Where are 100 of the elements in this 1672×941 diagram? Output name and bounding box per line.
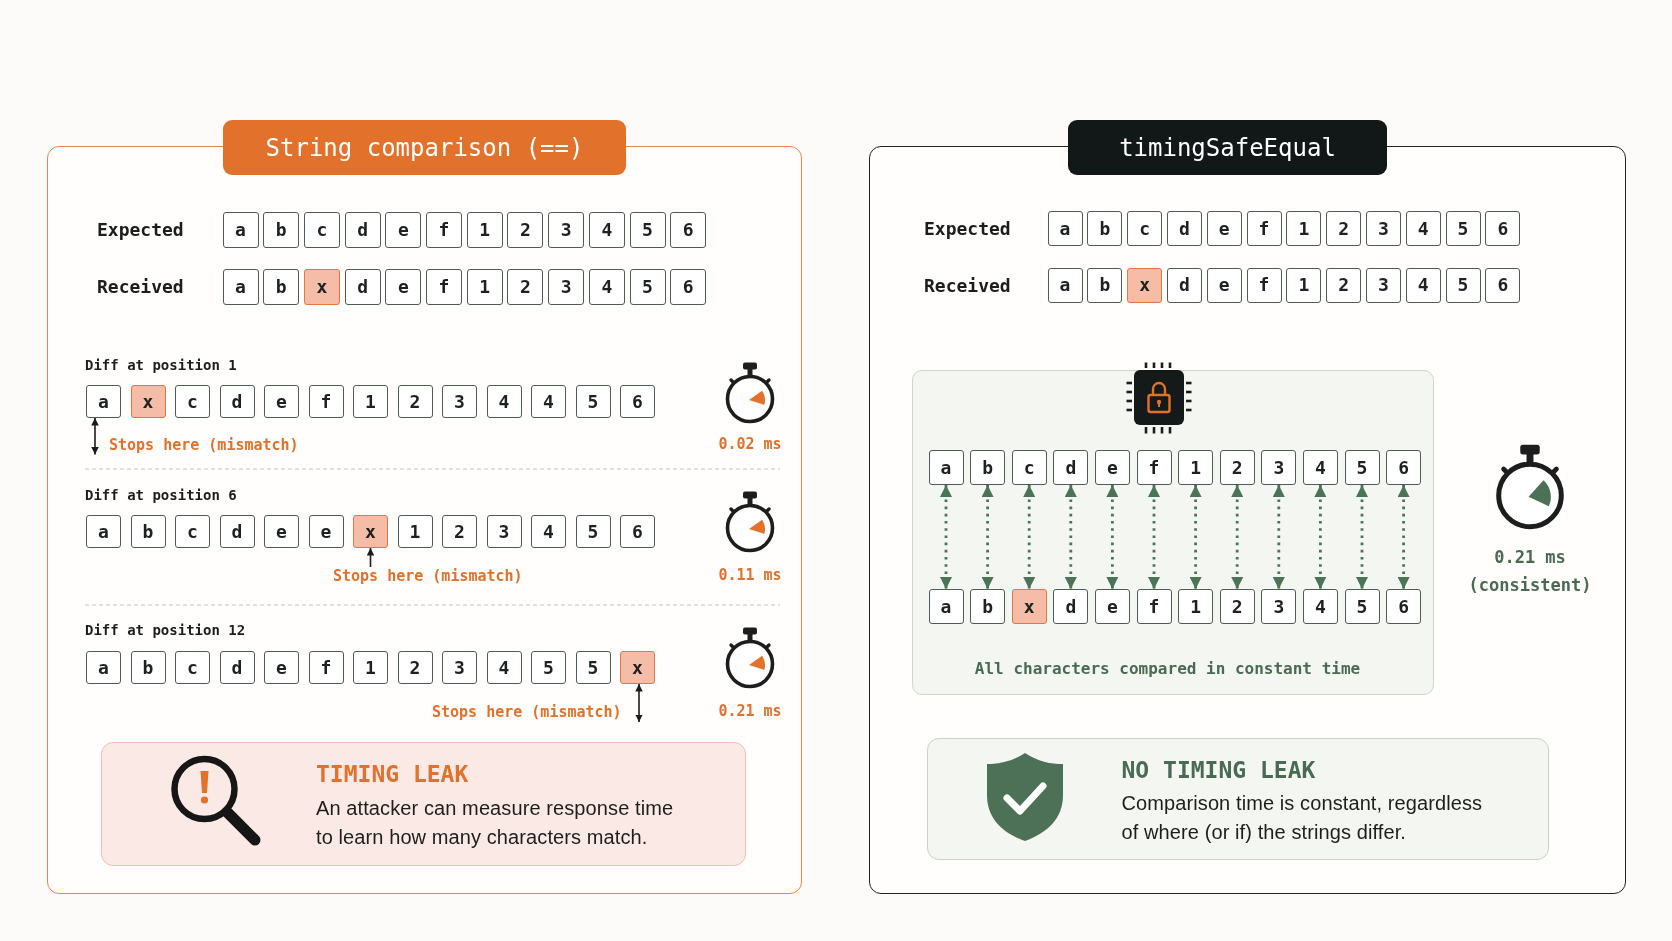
character-cell: 5 [629, 211, 666, 248]
double-arrow [940, 485, 952, 589]
double-arrow [1356, 485, 1368, 589]
character-cell: a [1047, 211, 1083, 246]
timing-value: 0.21 ms [718, 701, 782, 720]
character-cell: b [1087, 211, 1123, 246]
double-arrow [91, 417, 99, 456]
character-cell: 1 [1286, 211, 1322, 246]
character-cell: c [1011, 450, 1047, 485]
character-cell: 5 [575, 651, 611, 684]
section-label: Diff at position 6 [85, 486, 237, 504]
character-cell: c [303, 211, 340, 248]
character-cell: 4 [588, 269, 625, 305]
character-cell: 5 [531, 651, 566, 684]
character-cell: e [264, 515, 299, 548]
double-arrow [1064, 485, 1077, 589]
character-cell: c [175, 385, 210, 418]
character-cell: d [1166, 211, 1202, 246]
character-cell: a [86, 385, 121, 418]
double-arrow [1314, 485, 1327, 589]
character-cell: 3 [1261, 450, 1297, 485]
character-cell: a [86, 651, 121, 684]
double-arrow [1106, 485, 1119, 589]
character-cell: b [263, 269, 300, 305]
annotation-text: Stops here (mismatch) [432, 703, 642, 722]
character-cell: d [1166, 267, 1202, 303]
character-cell: c [175, 651, 210, 684]
double-arrow [1023, 485, 1036, 589]
callout-heading: TIMING LEAK [316, 760, 469, 788]
character-cell: e [1206, 267, 1242, 303]
row-label: Received [97, 276, 184, 298]
character-cell: a [928, 450, 964, 485]
character-cell: d [219, 385, 255, 418]
character-cell: a [86, 515, 121, 548]
character-cell: b [263, 211, 300, 248]
character-cell: 2 [397, 651, 433, 684]
character-cell: 1 [1178, 589, 1214, 624]
character-cell: e [264, 651, 299, 684]
character-cell: f [1246, 267, 1282, 303]
character-cell: 2 [397, 385, 433, 418]
character-cell: 4 [1302, 450, 1338, 485]
callout-box [926, 738, 1549, 860]
character-cell: 2 [1219, 450, 1255, 485]
character-cell: e [308, 515, 344, 548]
character-cell: 6 [1485, 211, 1521, 246]
character-cell: 5 [1445, 267, 1481, 303]
timing-value: 0.21 ms (consistent) [1467, 546, 1593, 597]
character-cell: 5 [1344, 450, 1380, 485]
character-cell: 5 [575, 385, 611, 418]
character-cell: f [426, 211, 462, 248]
character-cell: 3 [1261, 589, 1297, 624]
character-cell: 6 [1485, 267, 1521, 303]
character-cell: 1 [397, 515, 433, 548]
character-cell: a [222, 269, 259, 305]
character-cell: b [970, 589, 1006, 624]
character-cell: c [175, 515, 210, 548]
annotation-text: Stops here (mismatch) [333, 567, 523, 586]
character-cell: 1 [466, 269, 503, 305]
highlighted-character-cell: x [620, 651, 655, 684]
callout-heading: NO TIMING LEAK [1121, 756, 1316, 784]
character-cell: 3 [442, 651, 477, 684]
character-cell: a [1047, 267, 1083, 303]
character-cell: 6 [670, 269, 707, 305]
character-cell: c [1127, 211, 1163, 246]
character-cell: d [344, 211, 381, 248]
character-cell: 3 [1365, 211, 1401, 246]
character-cell: f [426, 269, 462, 305]
panel-title: String comparison (==) [223, 120, 626, 175]
row-label: Expected [97, 218, 184, 241]
character-cell: 4 [486, 651, 522, 684]
character-cell: 2 [1219, 589, 1255, 624]
character-cell: 3 [1365, 267, 1401, 303]
double-arrow [1231, 485, 1244, 589]
character-cell: 4 [588, 211, 625, 248]
annotation-text: Stops here (mismatch) [91, 435, 299, 455]
character-cell: 5 [1344, 589, 1380, 624]
character-cell: f [308, 385, 344, 418]
character-cell: 2 [442, 515, 477, 548]
character-cell: 4 [1405, 267, 1441, 303]
character-cell: d [219, 515, 255, 548]
character-cell: d [1053, 450, 1089, 485]
highlighted-character-cell: x [130, 385, 166, 418]
double-arrow [1272, 485, 1285, 589]
character-cell: d [1053, 589, 1089, 624]
character-cell: 6 [620, 385, 655, 418]
character-cell: 3 [548, 211, 585, 248]
character-cell: 5 [575, 515, 611, 548]
character-cell: 4 [531, 515, 566, 548]
character-cell: e [264, 385, 299, 418]
section-label: Diff at position 12 [85, 621, 246, 639]
row-label: Received [924, 275, 1011, 297]
character-cell: 3 [548, 269, 585, 305]
character-cell: 5 [629, 269, 666, 305]
character-cell: 6 [1386, 450, 1422, 485]
character-cell: e [385, 211, 422, 248]
character-cell: f [1246, 211, 1282, 246]
highlighted-character-cell: x [1011, 589, 1047, 624]
character-cell: 1 [1286, 267, 1322, 303]
double-arrow [981, 485, 994, 589]
inner-panel [911, 370, 1434, 695]
